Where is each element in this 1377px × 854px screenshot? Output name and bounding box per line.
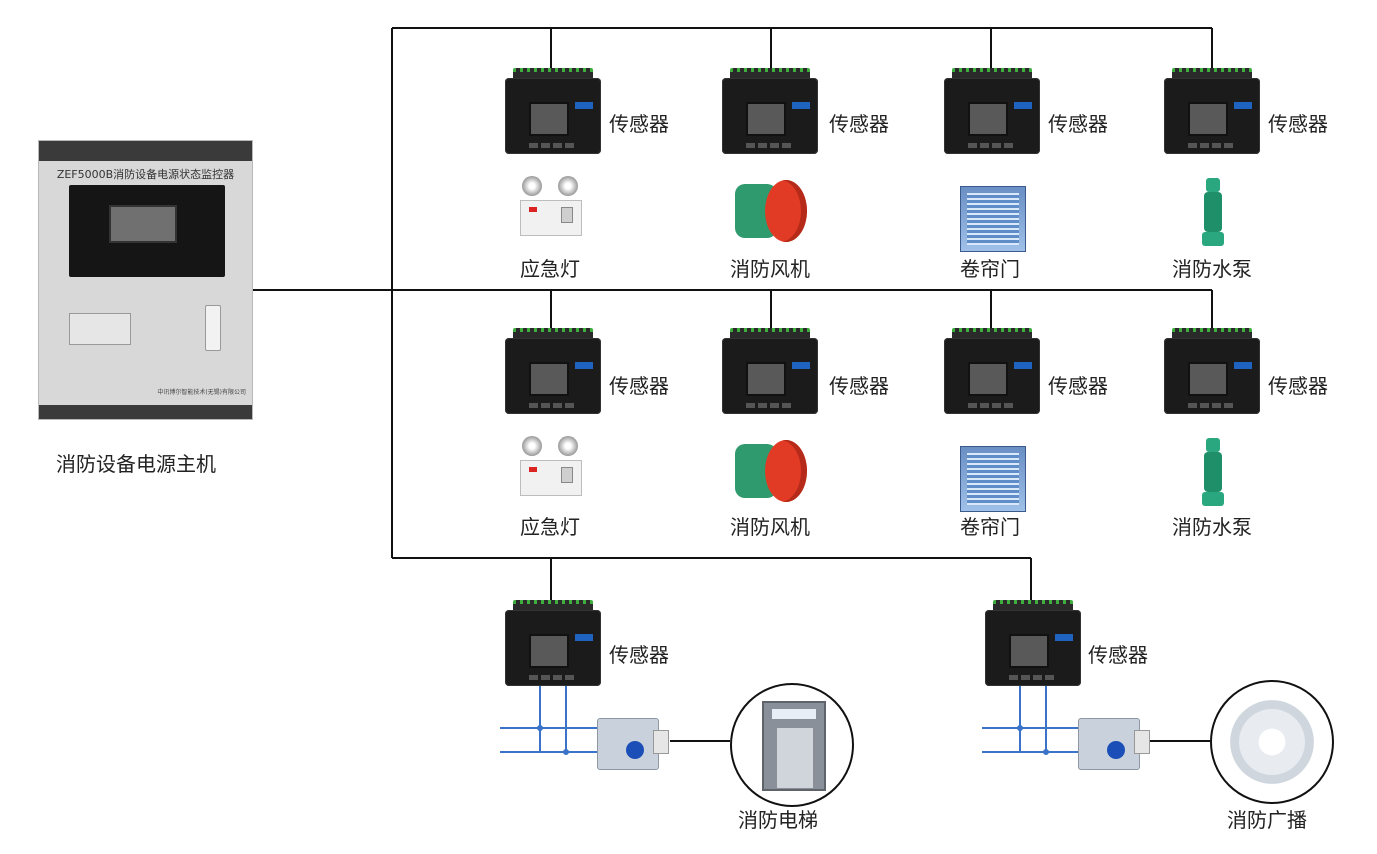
sensor-label: 传感器	[1048, 112, 1108, 136]
sensor-label: 传感器	[1268, 112, 1328, 136]
sensor	[985, 600, 1081, 686]
host-lock	[205, 305, 221, 351]
host-panel-title: ZEF5000B消防设备电源状态监控器	[56, 168, 235, 181]
sensor-label: 传感器	[1048, 374, 1108, 398]
power-monitor-host: ZEF5000B消防设备电源状态监控器 中讯博尔智能技术(无锡)有限公司	[38, 140, 253, 420]
sensor	[944, 68, 1040, 154]
fire-pump-icon	[1198, 438, 1228, 508]
transfer-switch-icon	[1078, 712, 1150, 770]
fire-fan-icon	[735, 176, 807, 246]
sensor-label: 传感器	[609, 374, 669, 398]
device-label: 卷帘门	[960, 257, 1020, 281]
sensor-label: 传感器	[829, 374, 889, 398]
elevator-icon	[730, 683, 854, 807]
device-label: 消防电梯	[738, 808, 818, 832]
sensor-label: 传感器	[609, 643, 669, 667]
device-label: 卷帘门	[960, 515, 1020, 539]
sensor	[505, 68, 601, 154]
device-label: 消防水泵	[1172, 257, 1252, 281]
host-manufacturer: 中讯博尔智能技术(无锡)有限公司	[157, 389, 246, 396]
host-printer	[69, 313, 131, 345]
sensor	[722, 68, 818, 154]
device-label: 应急灯	[520, 257, 580, 281]
rolling-door-icon	[960, 186, 1026, 252]
host-label: 消防设备电源主机	[56, 452, 216, 476]
host-control-panel	[69, 185, 225, 277]
sensor-label: 传感器	[1268, 374, 1328, 398]
transfer-switch-icon	[597, 712, 669, 770]
sensor	[944, 328, 1040, 414]
sensor	[1164, 328, 1260, 414]
emergency-light-icon	[518, 436, 582, 500]
fire-pump-icon	[1198, 178, 1228, 248]
device-label: 消防水泵	[1172, 515, 1252, 539]
device-label: 应急灯	[520, 515, 580, 539]
sensor	[505, 328, 601, 414]
sensor-label: 传感器	[829, 112, 889, 136]
device-label: 消防风机	[730, 515, 810, 539]
sensor	[505, 600, 601, 686]
device-label: 消防风机	[730, 257, 810, 281]
host-bottom-cap	[39, 405, 252, 419]
host-lcd-screen	[109, 205, 177, 243]
emergency-light-icon	[518, 176, 582, 240]
fire-fan-icon	[735, 436, 807, 506]
sensor-label: 传感器	[609, 112, 669, 136]
speaker-icon	[1210, 680, 1334, 804]
sensor-label: 传感器	[1088, 643, 1148, 667]
rolling-door-icon	[960, 446, 1026, 512]
device-label: 消防广播	[1227, 808, 1307, 832]
host-top-cap	[39, 141, 252, 161]
sensor	[1164, 68, 1260, 154]
sensor	[722, 328, 818, 414]
